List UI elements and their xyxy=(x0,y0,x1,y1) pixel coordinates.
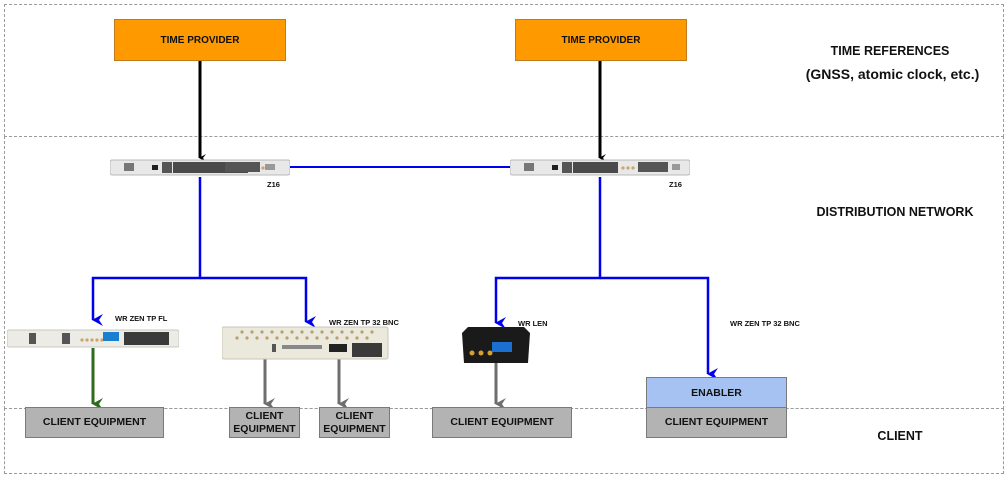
network-link-left xyxy=(91,177,202,326)
zone-time-references xyxy=(4,4,1004,137)
wr-len-label: WR LEN xyxy=(518,319,548,328)
z16-label-right: Z16 xyxy=(669,180,682,189)
distribution-network-title: DISTRIBUTION NETWORK xyxy=(816,205,974,219)
time-references-title: TIME REFERENCES xyxy=(830,44,950,58)
client-equipment-4: CLIENT EQUIPMENT xyxy=(432,407,572,438)
network-link-right xyxy=(494,177,602,329)
client-equipment-3: CLIENT EQUIPMENT xyxy=(319,407,390,438)
client-equipment-1: CLIENT EQUIPMENT xyxy=(25,407,164,438)
wr-len-device xyxy=(462,327,530,363)
wr-zen-tp-fl-device xyxy=(7,329,179,348)
z16-label-left: Z16 xyxy=(267,180,280,189)
time-provider-left: TIME PROVIDER xyxy=(114,19,286,61)
client-zone-title: CLIENT xyxy=(877,429,923,443)
time-references-subtitle: (GNSS, atomic clock, etc.) xyxy=(805,66,980,82)
network-link-right-2 xyxy=(600,276,718,380)
client-equipment-5: CLIENT EQUIPMENT xyxy=(646,407,787,438)
z16-switch-left-ports xyxy=(225,162,275,172)
wr-zen-tp-32-bnc-label-2: WR ZEN TP 32 BNC xyxy=(730,319,800,328)
z16-switch-right xyxy=(510,159,690,176)
network-link-left-2 xyxy=(200,276,316,328)
wr-zen-tp-fl-label: WR ZEN TP FL xyxy=(115,314,168,323)
wr-zen-tp-32-bnc-device xyxy=(222,326,389,360)
enabler-box: ENABLER xyxy=(646,377,787,408)
client-equipment-2: CLIENT EQUIPMENT xyxy=(229,407,300,438)
time-provider-right: TIME PROVIDER xyxy=(515,19,687,61)
wr-zen-tp-32-bnc-label-1: WR ZEN TP 32 BNC xyxy=(329,318,399,327)
